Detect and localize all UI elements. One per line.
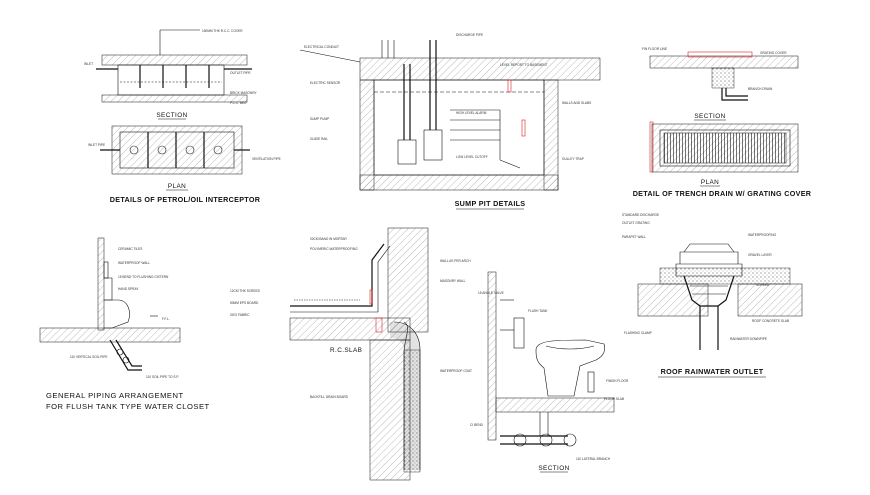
sump-pit-title: SUMP PIT DETAILS [455,199,526,208]
svg-text:WATERPROOFING: WATERPROOFING [748,233,777,237]
svg-text:WATERPROOF WALL: WATERPROOF WALL [118,261,150,265]
svg-text:CI BEND: CI BEND [470,423,484,427]
svg-text:GEO FABRIC: GEO FABRIC [230,313,250,317]
svg-text:110 LATERAL BRANCH: 110 LATERAL BRANCH [576,457,611,461]
interceptor-plan: INLET PIPE VENTILATION PIPE [88,125,281,175]
svg-text:BRICK MASONRY: BRICK MASONRY [230,91,258,95]
svg-text:RAINWATER DOWNPIPE: RAINWATER DOWNPIPE [730,337,767,341]
svg-text:12CM THK SCREED: 12CM THK SCREED [230,289,261,293]
interceptor-plan-label: PLAN [168,183,186,190]
svg-text:POLYMERIC WATERPROOFING: POLYMERIC WATERPROOFING [310,247,358,251]
wc-section-drawing: 15 ANGLE VALVE FLUSH TANK FINISH FLOOR F… [470,271,629,461]
interceptor-title: DETAILS OF PETROL/OIL INTERCEPTOR [110,195,261,204]
svg-text:WATERPROOF COAT: WATERPROOF COAT [440,369,472,373]
waterproofing-drawing: 20CM BAND IN MORTAR POLYMERIC WATERPROOF… [230,227,472,481]
svg-text:110 SOIL PIPE TO S.P.: 110 SOIL PIPE TO S.P. [146,375,179,379]
svg-text:STANDARD DISCHARGE: STANDARD DISCHARGE [622,213,659,217]
svg-text:DISCHARGE PIPE: DISCHARGE PIPE [456,33,483,37]
svg-text:ELECTRICAL CONDUIT: ELECTRICAL CONDUIT [304,45,339,49]
svg-text:OUTLET GRATING: OUTLET GRATING [622,221,650,225]
flush-tank-piping-drawing: F.F.L. CERAMIC TILES WATERPROOF WALL 15 … [39,237,181,379]
svg-text:LOW LEVEL CUTOFF: LOW LEVEL CUTOFF [456,155,488,159]
trench-drain-drawing: FIN FLOOR LINE GRATING COVER BRANCH DRAI… [633,47,812,198]
svg-text:ROOF CONCRETE SLAB: ROOF CONCRETE SLAB [752,319,789,323]
svg-text:HAND SPRAY: HAND SPRAY [118,287,139,291]
svg-text:FLOOR SLAB: FLOOR SLAB [604,397,624,401]
svg-text:WALLS AND SLABS: WALLS AND SLABS [562,101,591,105]
rc-slab-label: R.C.SLAB [330,347,362,354]
svg-text:SUMP PUMP: SUMP PUMP [310,117,329,121]
svg-text:VENTILATION PIPE: VENTILATION PIPE [252,157,281,161]
svg-text:INLET: INLET [84,62,93,66]
interceptor-section: 150MM THK R.C.C. COVER OUTLET PIPE INLET… [84,29,258,105]
svg-text:WALL AS PER ARCH: WALL AS PER ARCH [440,259,471,263]
wc-section-label: SECTION [538,465,569,472]
trench-section-label: SECTION [694,113,725,120]
svg-text:P.C.C. BED: P.C.C. BED [230,101,247,105]
flush-tank-title-line1: GENERAL PIPING ARRANGEMENT [46,391,184,400]
rainwater-outlet-drawing: STANDARD DISCHARGE OUTLET GRATING PARAPE… [622,213,803,350]
interceptor-section-label: SECTION [156,112,187,119]
trench-drain-title: DETAIL OF TRENCH DRAIN W/ GRATING COVER [633,189,812,198]
svg-text:GRAVEL LAYER: GRAVEL LAYER [748,253,772,257]
svg-text:F.F.L.: F.F.L. [162,317,170,321]
svg-text:FLUSH TANK: FLUSH TANK [528,309,548,313]
svg-text:GULLEY TRAP: GULLEY TRAP [562,157,584,161]
svg-text:PARAPET WALL: PARAPET WALL [622,235,646,239]
interceptor-drawing: 150MM THK R.C.C. COVER OUTLET PIPE INLET… [84,29,281,204]
rainwater-outlet-title: ROOF RAINWATER OUTLET [661,367,764,376]
svg-text:FIN FLOOR LINE: FIN FLOOR LINE [642,47,667,51]
svg-text:OUTLET PIPE: OUTLET PIPE [230,71,251,75]
svg-text:HIGH LEVEL ALARM: HIGH LEVEL ALARM [456,111,487,115]
svg-text:FLASHING CLAMP: FLASHING CLAMP [624,331,652,335]
svg-text:FINISH FLOOR: FINISH FLOOR [606,379,629,383]
sump-pit-drawing: ELECTRICAL CONDUIT ELECTRIC SENSOR SUMP … [299,33,601,191]
svg-text:MASONRY WALL: MASONRY WALL [440,279,466,283]
svg-text:ELECTRIC SENSOR: ELECTRIC SENSOR [310,81,341,85]
svg-text:INLET PIPE: INLET PIPE [88,143,105,147]
svg-text:110 VERTICAL SOIL PIPE: 110 VERTICAL SOIL PIPE [70,355,108,359]
svg-text:GUIDE RAIL: GUIDE RAIL [310,137,328,141]
trench-plan-label: PLAN [701,179,719,186]
svg-text:BRANCH DRAIN: BRANCH DRAIN [748,87,773,91]
svg-text:150MM THK R.C.C. COVER: 150MM THK R.C.C. COVER [202,29,243,33]
svg-text:LEVEL REPORT TO BASEMENT: LEVEL REPORT TO BASEMENT [500,63,548,67]
svg-text:BACKFILL DRAIN BOARD: BACKFILL DRAIN BOARD [310,395,349,399]
svg-text:50MM EPS BOARD: 50MM EPS BOARD [230,301,259,305]
svg-text:20CM BAND IN MORTAR: 20CM BAND IN MORTAR [310,237,347,241]
svg-text:GRATING COVER: GRATING COVER [760,51,787,55]
svg-text:SCREED: SCREED [756,283,770,287]
svg-text:15 ANGLE VALVE: 15 ANGLE VALVE [478,291,504,295]
svg-text:15 BEND TO FLUSHING CISTERN: 15 BEND TO FLUSHING CISTERN [118,275,169,279]
svg-text:CERAMIC TILES: CERAMIC TILES [118,247,142,251]
flush-tank-title-line2: FOR FLUSH TANK TYPE WATER CLOSET [46,402,210,411]
